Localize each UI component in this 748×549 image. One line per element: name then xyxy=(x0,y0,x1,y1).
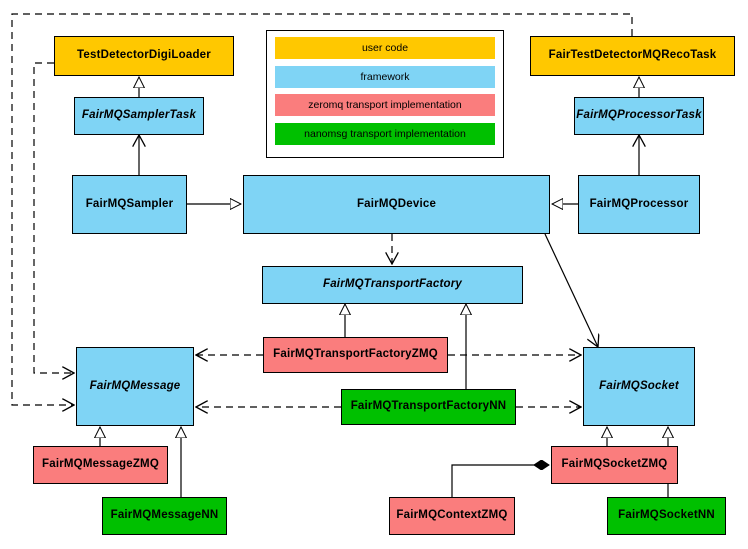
class-label: FairMQTransportFactoryZMQ xyxy=(273,348,438,361)
edge-socketzmq-composition-contextzmq xyxy=(451,465,549,497)
class-node-fairmqtransportfactorynn[interactable]: FairMQTransportFactoryNN xyxy=(341,389,516,425)
class-label: FairTestDetectorMQRecoTask xyxy=(548,49,717,62)
class-label: FairMQSocketNN xyxy=(618,509,715,522)
class-node-fairmqprocessor[interactable]: FairMQProcessor xyxy=(578,175,700,234)
class-node-fairmqdevice[interactable]: FairMQDevice xyxy=(243,175,550,234)
class-label: FairMQMessageZMQ xyxy=(42,458,159,471)
class-node-fairtestdetectormqrecotask[interactable]: FairTestDetectorMQRecoTask xyxy=(530,36,735,76)
legend-label-framework: framework xyxy=(360,71,410,83)
legend-label-zeromq: zeromq transport implementation xyxy=(308,99,462,111)
class-node-fairmqtransportfactory[interactable]: FairMQTransportFactory xyxy=(262,266,523,304)
class-label: FairMQContextZMQ xyxy=(396,509,508,522)
legend-item-nanomsg: nanomsg transport implementation xyxy=(275,123,495,145)
class-label: FairMQSampler xyxy=(85,197,174,210)
class-label: FairMQSamplerTask xyxy=(81,109,197,122)
class-label: FairMQMessageNN xyxy=(110,509,219,522)
class-label: FairMQDevice xyxy=(356,197,437,210)
edge-recotask-to-message xyxy=(11,13,633,405)
edge-device-to-socket xyxy=(544,233,598,347)
class-node-fairmqcontextzmq[interactable]: FairMQContextZMQ xyxy=(389,497,515,535)
class-node-fairmqmessage[interactable]: FairMQMessage xyxy=(76,347,194,426)
class-label: FairMQMessage xyxy=(89,379,181,392)
class-node-testdetectordigiloader[interactable]: TestDetectorDigiLoader xyxy=(54,36,234,76)
class-label: FairMQSocket xyxy=(599,379,679,392)
class-node-fairmqtransportfactoryzmq[interactable]: FairMQTransportFactoryZMQ xyxy=(263,337,448,373)
legend-label-user-code: user code xyxy=(361,42,409,54)
class-label: TestDetectorDigiLoader xyxy=(77,49,211,62)
class-label: FairMQProcessorTask xyxy=(576,109,702,122)
legend-item-user-code: user code xyxy=(275,37,495,59)
class-node-fairmqmessagezmq[interactable]: FairMQMessageZMQ xyxy=(33,446,168,484)
class-node-fairmqprocessortask[interactable]: FairMQProcessorTask xyxy=(574,97,704,135)
class-label: FairMQProcessor xyxy=(589,197,689,210)
edge-digiloader-to-message xyxy=(33,62,74,373)
class-node-fairmqmessagenn[interactable]: FairMQMessageNN xyxy=(102,497,227,535)
class-node-fairmqsocketnn[interactable]: FairMQSocketNN xyxy=(607,497,726,535)
class-node-fairmqsampler[interactable]: FairMQSampler xyxy=(72,175,187,234)
class-node-fairmqsocketzmq[interactable]: FairMQSocketZMQ xyxy=(551,446,678,484)
class-node-fairmqsocket[interactable]: FairMQSocket xyxy=(583,347,695,426)
class-node-fairmqsamplertask[interactable]: FairMQSamplerTask xyxy=(74,97,204,135)
class-label: FairMQSocketZMQ xyxy=(561,458,668,471)
legend-item-framework: framework xyxy=(275,66,495,88)
legend-item-zeromq: zeromq transport implementation xyxy=(275,94,495,116)
class-label: FairMQTransportFactoryNN xyxy=(350,400,507,413)
legend-label-nanomsg: nanomsg transport implementation xyxy=(304,128,466,140)
class-label: FairMQTransportFactory xyxy=(322,278,463,291)
